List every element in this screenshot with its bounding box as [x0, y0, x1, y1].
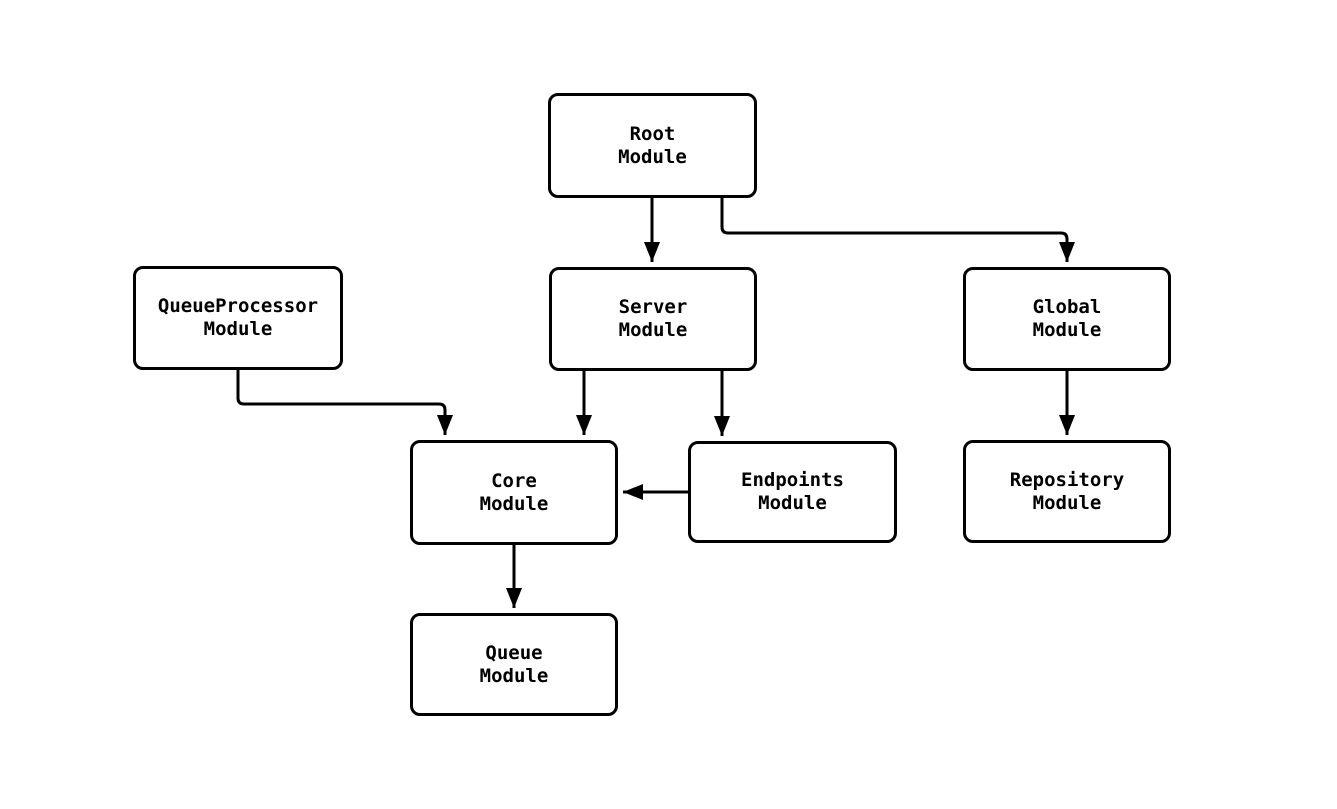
node-label-line: Queue: [485, 641, 543, 664]
node-label-line: Module: [758, 492, 827, 514]
node-label-line: Module: [618, 319, 688, 341]
node-label-line: Module: [618, 145, 687, 168]
node-label-line: Root: [629, 122, 676, 145]
node-label-line: Server: [618, 296, 688, 318]
node-label-line: Module: [1032, 491, 1102, 514]
node-label-line: Endpoints: [741, 469, 844, 491]
node-label-line: Module: [203, 318, 273, 340]
node-label-line: Module: [479, 492, 549, 515]
node-label-line: QueueProcessor: [157, 295, 319, 317]
node-label-line: Repository: [1009, 468, 1125, 491]
node-label-line: Module: [1032, 319, 1102, 341]
node-label-line: Module: [479, 664, 549, 687]
node-label-line: Global: [1032, 296, 1102, 318]
edge-queueprocessor-to-core: [236, 370, 453, 435]
edge-root-to-global: [720, 198, 1075, 262]
node-label-line: Core: [491, 469, 537, 492]
